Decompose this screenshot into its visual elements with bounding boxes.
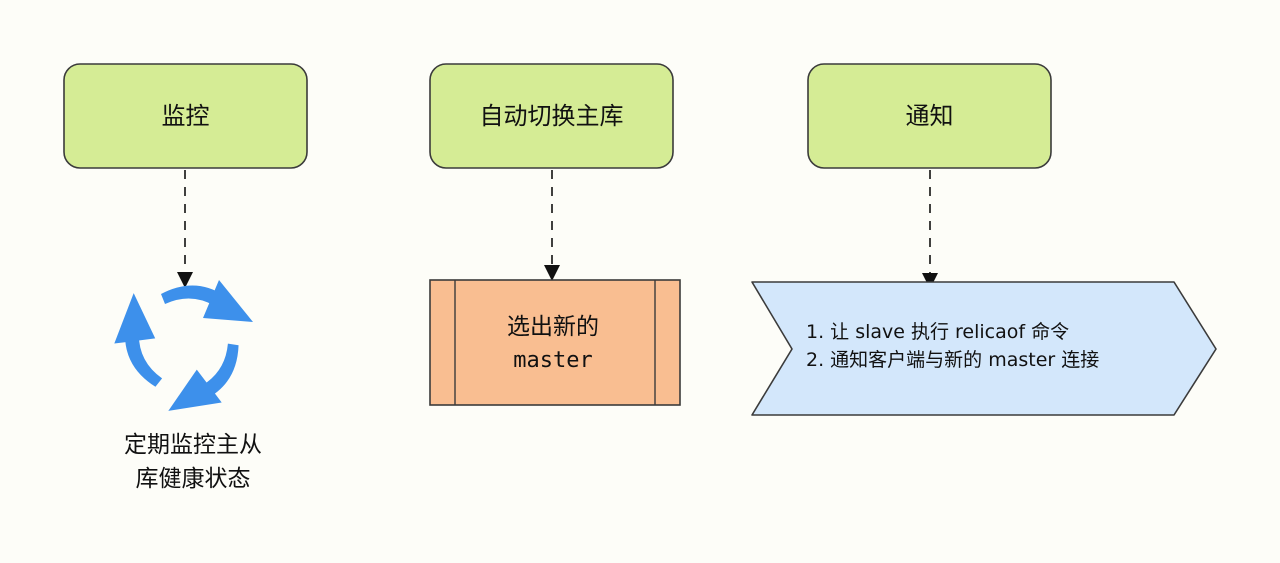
cycle-arrow-3 <box>114 293 163 387</box>
node-notify <box>807 63 1052 169</box>
node-failover <box>429 63 674 169</box>
health-check-caption: 定期监控主从 库健康状态 <box>88 428 298 496</box>
select-master-line-2: master <box>513 348 593 373</box>
banner-notify-steps <box>751 281 1217 416</box>
select-master-line-1: 选出新的 <box>507 314 599 340</box>
node-failover-label: 自动切换主库 <box>479 102 624 130</box>
node-monitor-label: 监控 <box>161 102 210 130</box>
select-master-label: 选出新的 master <box>455 310 651 378</box>
notify-step-2: 2. 通知客户端与新的 master 连接 <box>806 349 1100 371</box>
notify-step-1: 1. 让 slave 执行 relicaof 命令 <box>806 321 1070 343</box>
cycle-arrow-1 <box>161 280 253 322</box>
health-check-line-1: 定期监控主从 <box>124 432 262 458</box>
node-notify-label: 通知 <box>905 102 954 130</box>
cycle-arrow-2 <box>168 343 239 411</box>
process-select-master <box>429 279 681 406</box>
health-check-line-2: 库健康状态 <box>135 466 251 492</box>
node-monitor <box>63 63 308 169</box>
refresh-cycle-icon <box>114 280 253 411</box>
notify-steps-text: 1. 让 slave 执行 relicaof 命令 2. 通知客户端与新的 ma… <box>806 318 1186 374</box>
